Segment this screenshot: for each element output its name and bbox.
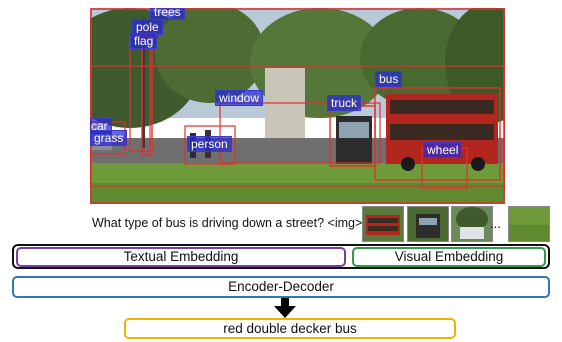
detection-label-flag: flag (130, 33, 158, 49)
image-patch-thumbnail (451, 206, 493, 242)
detection-label-truck: truck (327, 95, 362, 111)
question-text: What type of bus is driving down a stree… (92, 216, 363, 230)
image-patch-thumbnail (508, 206, 550, 242)
image-patch-thumbnail (362, 206, 404, 242)
detection-label-person: person (187, 136, 232, 152)
image-patch-thumbnail (407, 206, 449, 242)
answer-box: red double decker bus (124, 318, 456, 339)
detection-label-window: window (215, 90, 264, 106)
down-arrow-icon (274, 298, 296, 318)
detection-label-trees: trees (150, 8, 185, 20)
detection-label-wheel: wheel (423, 142, 463, 158)
visual-embedding-box: Visual Embedding (352, 247, 546, 267)
embedding-layer-frame (12, 244, 550, 269)
street-scene-image: trees pole flag bus window truck car gra… (90, 8, 505, 204)
encoder-decoder-box: Encoder-Decoder (12, 276, 550, 298)
detection-label-grass: grass (90, 130, 128, 146)
textual-embedding-box: Textual Embedding (16, 247, 346, 267)
more-patches-ellipsis: ... (490, 216, 501, 231)
scene-graphic (90, 8, 505, 204)
detection-label-bus: bus (375, 71, 403, 87)
